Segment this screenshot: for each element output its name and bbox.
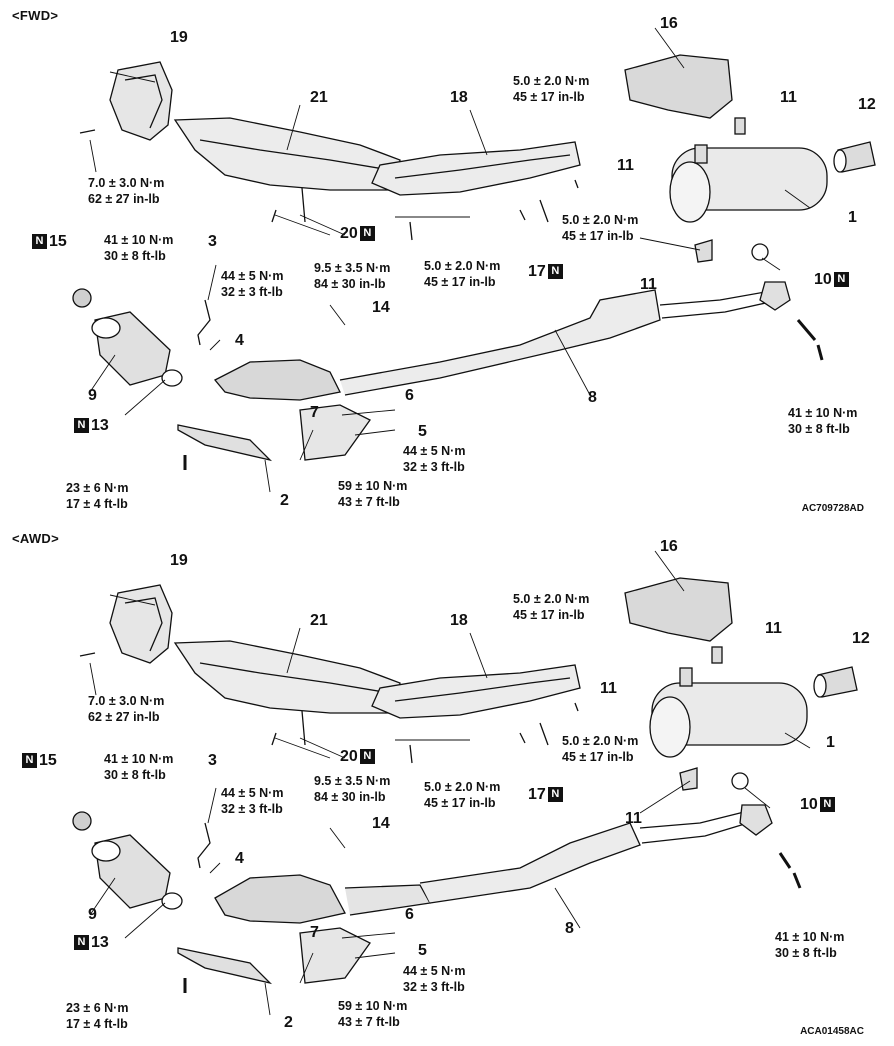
part-15-number: 15 bbox=[39, 752, 57, 769]
part-13-nonreusable-mark: N bbox=[74, 418, 89, 433]
part-21-label: 21 bbox=[310, 612, 328, 629]
part-20-number: 20 bbox=[340, 748, 358, 765]
part-2-label: 2 bbox=[280, 492, 289, 509]
part-11-label-mid: 11 bbox=[617, 157, 634, 174]
part-2-label: 2 bbox=[284, 1014, 293, 1031]
part-5-label: 5 bbox=[418, 423, 427, 440]
part-20-nonreusable-mark: N bbox=[359, 226, 375, 241]
variant-header: <FWD> bbox=[12, 8, 59, 23]
part-18-label: 18 bbox=[450, 89, 468, 106]
part-10-number: 10 bbox=[800, 796, 818, 813]
figure-code: AC709728AD bbox=[801, 503, 864, 514]
part-8-label: 8 bbox=[565, 920, 574, 937]
part-11-label-low: 11 bbox=[625, 810, 642, 827]
part-10-nonreusable-mark: N bbox=[819, 797, 835, 812]
part-9-label: 9 bbox=[88, 387, 97, 404]
part-7-label: 7 bbox=[310, 924, 319, 941]
part-17-nonreusable-mark: N bbox=[547, 264, 563, 279]
part-9-label: 9 bbox=[88, 906, 97, 923]
part-21-label: 21 bbox=[310, 89, 328, 106]
fwd-exhaust-drawing bbox=[72, 27, 876, 493]
part-18-label: 18 bbox=[450, 612, 468, 629]
part-17-number: 17 bbox=[528, 786, 546, 803]
part-16-label: 16 bbox=[660, 15, 678, 32]
part-11-label-top: 11 bbox=[780, 89, 797, 106]
part-6-label: 6 bbox=[405, 906, 414, 923]
part-12-label: 12 bbox=[858, 96, 876, 113]
part-4-label: 4 bbox=[235, 332, 244, 349]
part-16-label: 16 bbox=[660, 538, 678, 555]
part-13-number: 13 bbox=[91, 934, 109, 951]
part-5-label: 5 bbox=[418, 942, 427, 959]
part-11-label-top: 11 bbox=[765, 620, 782, 637]
part-1-label: 1 bbox=[826, 734, 835, 751]
part-10-nonreusable-mark: N bbox=[833, 272, 849, 287]
part-6-label: 6 bbox=[405, 387, 414, 404]
figure-code: ACA01458AC bbox=[800, 1026, 864, 1037]
part-7-label: 7 bbox=[310, 404, 319, 421]
part-13-nonreusable-mark: N bbox=[74, 935, 89, 950]
variant-header: <AWD> bbox=[12, 531, 60, 546]
part-20-nonreusable-mark: N bbox=[359, 749, 375, 764]
part-14-label: 14 bbox=[372, 299, 390, 316]
part-17-number: 17 bbox=[528, 263, 546, 280]
part-19-label: 19 bbox=[170, 29, 188, 46]
part-11-label-low: 11 bbox=[640, 276, 657, 293]
part-11-label-mid: 11 bbox=[600, 680, 617, 697]
part-15-number: 15 bbox=[49, 233, 67, 250]
part-19-label: 19 bbox=[170, 552, 188, 569]
part-15-nonreusable-mark: N bbox=[22, 753, 37, 768]
part-4-label: 4 bbox=[235, 850, 244, 867]
awd-exhaust-drawing bbox=[72, 550, 858, 1016]
part-3-label: 3 bbox=[208, 233, 217, 250]
part-20-number: 20 bbox=[340, 225, 358, 242]
part-13-number: 13 bbox=[91, 417, 109, 434]
part-14-label: 14 bbox=[372, 815, 390, 832]
part-10-number: 10 bbox=[814, 271, 832, 288]
part-12-label: 12 bbox=[852, 630, 870, 647]
part-17-nonreusable-mark: N bbox=[547, 787, 563, 802]
part-1-label: 1 bbox=[848, 209, 857, 226]
part-8-label: 8 bbox=[588, 389, 597, 406]
part-3-label: 3 bbox=[208, 752, 217, 769]
part-15-nonreusable-mark: N bbox=[32, 234, 47, 249]
